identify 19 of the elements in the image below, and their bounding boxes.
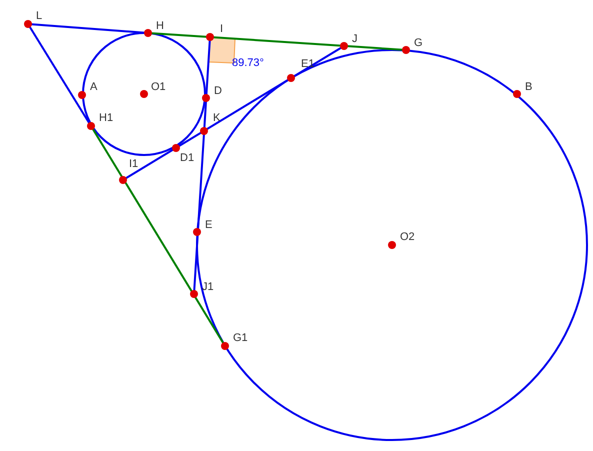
point-label: J1 [202,281,214,294]
point-label: E [205,219,212,232]
angle-label: 89.73° [232,57,264,70]
point-label: I [220,23,224,36]
point-label: G [414,37,423,50]
point-label: H [156,20,164,33]
point-label: G1 [233,332,248,345]
point-label: E1 [301,58,314,71]
point-label: O2 [400,231,415,244]
point-label: O1 [151,81,166,94]
point-label: I1 [129,158,138,171]
point-label: A [90,81,98,94]
point-label: B [525,81,532,94]
point-label: H1 [99,112,114,125]
point-label: D [214,85,222,98]
point-label: L [36,10,42,23]
point-label: K [213,112,220,125]
point-label: D1 [180,152,194,165]
point-label: J [352,33,358,46]
